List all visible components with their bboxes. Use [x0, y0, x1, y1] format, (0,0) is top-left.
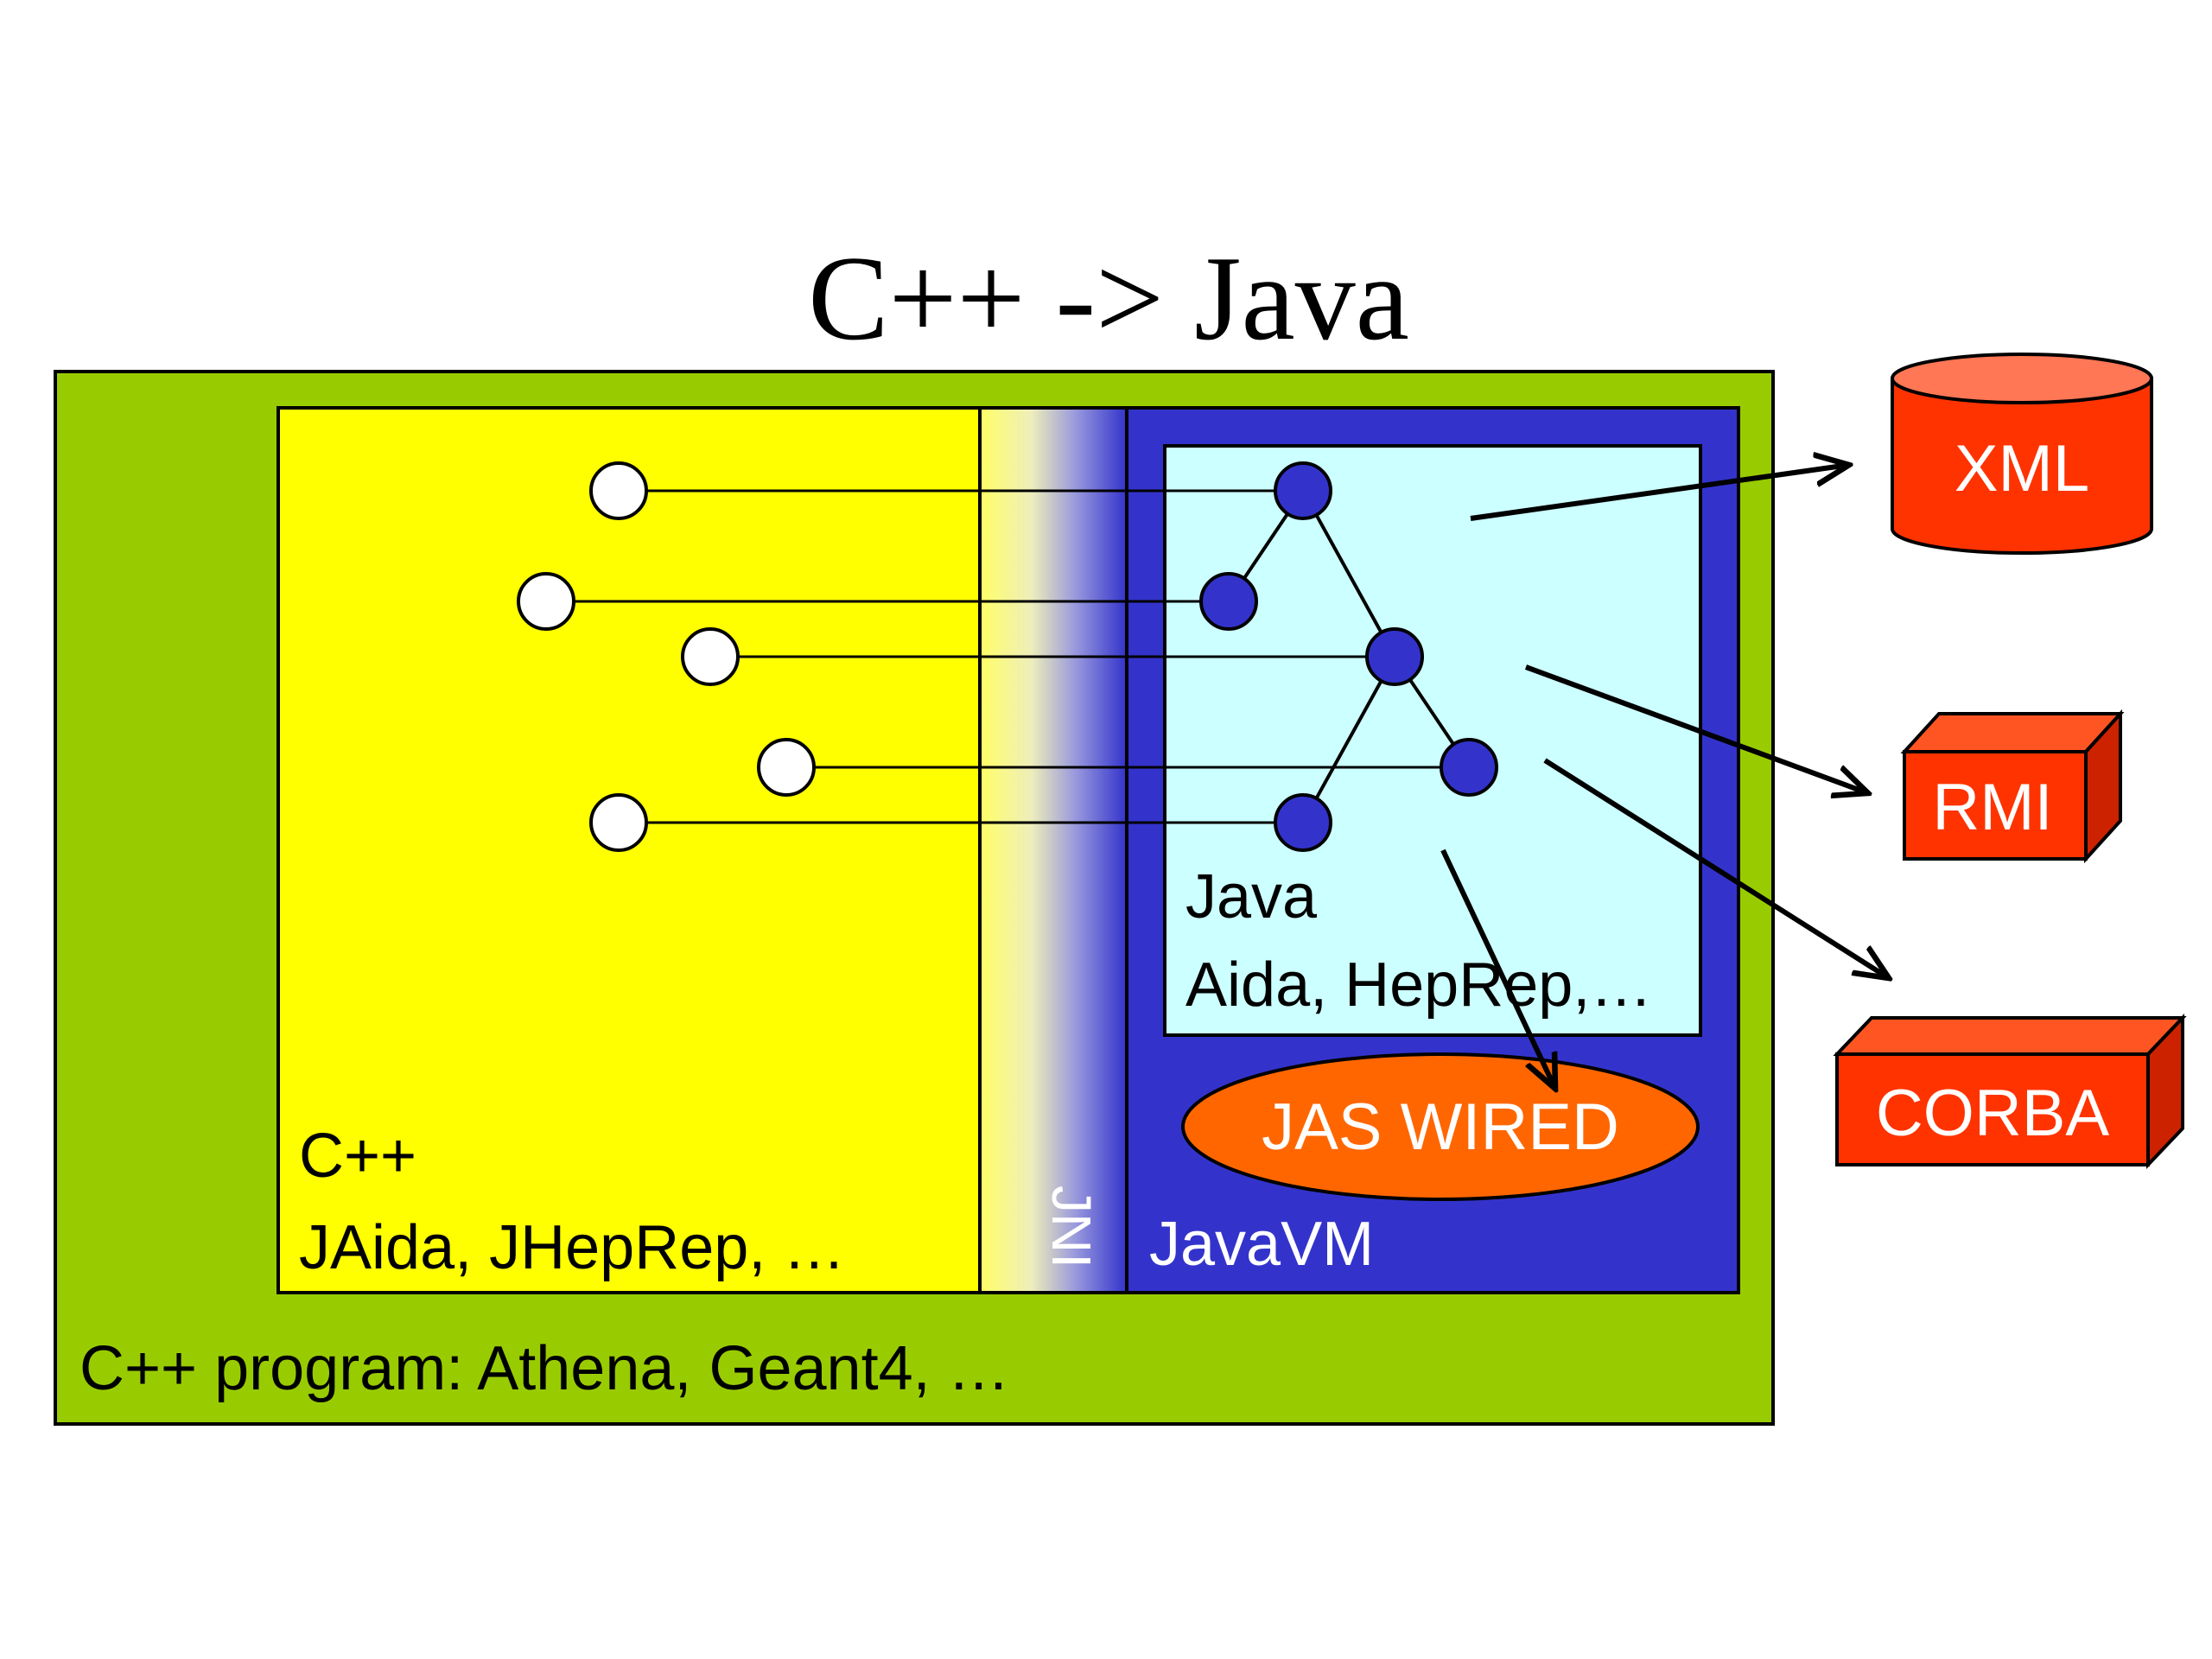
outer-program-label: C++ program: Athena, Geant4, …: [79, 1334, 1010, 1403]
cpp-panel-line2: JAida, JHepRep, …: [299, 1213, 845, 1282]
jas-wired-ellipse: [1181, 1052, 1700, 1201]
arrow-to-rmi: [1524, 664, 1868, 793]
tree-edge: [1301, 490, 1396, 658]
xml-label: XML: [1955, 432, 2089, 505]
java-node: [1440, 738, 1498, 797]
corba-box-front: [1835, 1052, 2150, 1166]
arrow-to-xml: [1470, 465, 1849, 521]
cpp-nodes: [517, 461, 816, 852]
arrow-to-corba: [1543, 758, 1889, 978]
tree-edge: [1301, 656, 1396, 823]
corba-label: CORBA: [1876, 1077, 2110, 1150]
xml-database-cylinder: XML: [1891, 353, 2153, 555]
page-title: C++ -> Java: [808, 232, 1409, 365]
jvm-label: JavaVM: [1149, 1210, 1374, 1279]
cpp-node: [681, 627, 740, 686]
xml-cylinder-body: [1891, 377, 2153, 555]
connection-lines: [546, 489, 1469, 824]
output-arrows: [1440, 465, 1889, 1089]
xml-cylinder-top: [1891, 353, 2153, 404]
java-node: [1199, 572, 1258, 631]
jas-wired-label: JAS WIRED: [1262, 1090, 1619, 1164]
cpp-node: [517, 572, 575, 631]
cpp-node: [589, 793, 648, 852]
java-panel: [1163, 444, 1702, 1037]
java-node: [1274, 793, 1332, 852]
java-panel-line2: Aida, HepRep,…: [1185, 950, 1652, 1020]
rmi-box-front: [1903, 750, 2088, 861]
arrow-to-jas-wired: [1440, 849, 1555, 1089]
cpp-node: [589, 461, 648, 520]
jni-label: JNI: [1040, 1185, 1103, 1268]
corba-box-top: [1833, 1016, 2187, 1056]
cpp-panel-line1: C++: [299, 1122, 416, 1191]
cpp-node: [757, 738, 816, 797]
java-tree-nodes: [1199, 461, 1498, 852]
rmi-box: RMI: [1900, 709, 2125, 864]
java-node: [1365, 627, 1424, 686]
corba-box: CORBA: [1833, 1014, 2187, 1169]
rmi-box-top: [1900, 712, 2125, 753]
jni-panel: [980, 408, 1127, 1293]
java-panel-line1: Java: [1185, 862, 1318, 931]
rmi-label: RMI: [1932, 771, 2052, 844]
cpp-panel: [276, 406, 982, 1294]
java-node-root: [1274, 461, 1332, 520]
